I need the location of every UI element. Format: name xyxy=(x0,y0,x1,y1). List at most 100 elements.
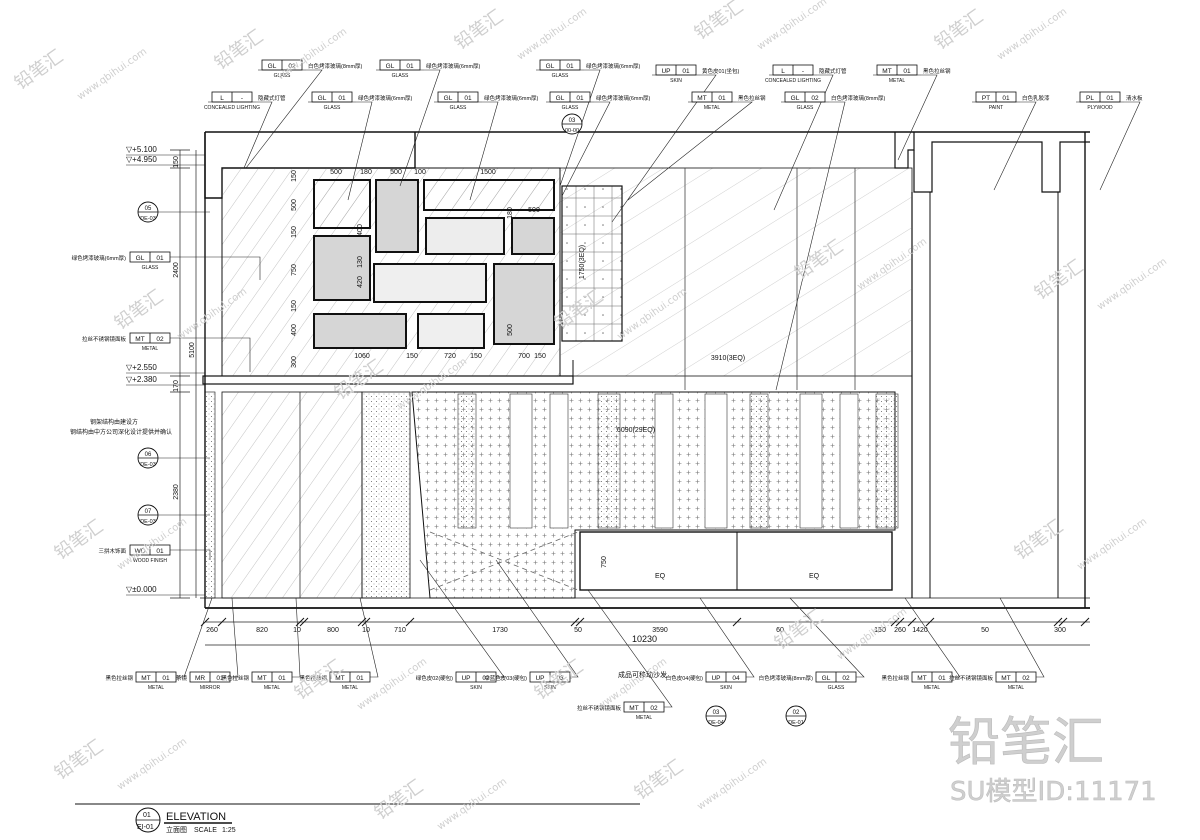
tag-number: 01 xyxy=(1106,95,1114,102)
level-label: ▽+5.100 xyxy=(126,145,157,154)
watermark-brand-repeat: 铅笔汇 xyxy=(631,756,687,804)
tag-code: PT xyxy=(982,95,990,102)
bottom-dim-label: 150 xyxy=(874,627,886,634)
upper-vdim-label: 130 xyxy=(357,256,364,268)
tag-note: 拉丝不锈钢镜面板 xyxy=(82,335,127,343)
tag-note: 三拼木饰面 xyxy=(98,547,126,555)
tag-number: 02 xyxy=(650,705,658,712)
tag-type: GLASS xyxy=(274,73,291,79)
tag-type: GLASS xyxy=(324,105,341,111)
panel-dim-label: EQ xyxy=(809,573,820,580)
bottom-dim-label: 10 xyxy=(362,627,370,634)
tag-number: 01 xyxy=(278,675,286,682)
tag-type: GLASS xyxy=(450,105,467,111)
tag-type: CONCEALED LIGHTING xyxy=(765,78,821,84)
tag-code: MT xyxy=(882,68,891,75)
upholstery-stripe xyxy=(549,393,569,529)
panel-dim-label: 6090(29EQ) xyxy=(617,427,655,434)
watermark-brand: 铅笔汇 xyxy=(948,713,1104,773)
panel-dim-label: EQ xyxy=(655,573,666,580)
tag-code: L xyxy=(781,68,785,75)
tag-type: GLASS xyxy=(142,265,159,271)
watermark-brand-repeat: 铅笔汇 xyxy=(51,736,107,784)
dim-tick xyxy=(907,617,917,627)
title-subtitle: 立面图 xyxy=(166,825,187,834)
section-sheet: DE-04 xyxy=(708,720,724,726)
watermark-url-repeat: www.qbihui.com xyxy=(75,46,149,102)
tag-code: GL xyxy=(268,63,277,70)
tag-number: 01 xyxy=(216,675,224,682)
dim-tick xyxy=(570,617,580,627)
dim-tick xyxy=(1058,617,1068,627)
dim-tick xyxy=(361,617,371,627)
bottom-dim-label: 1730 xyxy=(492,627,508,634)
upper-dim-label: 150 xyxy=(470,353,482,360)
watermark-brand-repeat: 铅笔汇 xyxy=(1011,516,1067,564)
dim-tick xyxy=(217,617,227,627)
watermark-url-repeat: www.qbihui.com xyxy=(695,756,769,812)
tag-number: 02 xyxy=(1022,675,1030,682)
bottom-dim-label: 3590 xyxy=(652,627,668,634)
tag-note: 黑色拉丝钢 xyxy=(738,94,766,102)
watermark-brand-repeat: 铅笔汇 xyxy=(51,516,107,564)
tag-number: 01 xyxy=(903,68,911,75)
tag-number: 01 xyxy=(406,63,414,70)
tag-number: 02 xyxy=(811,95,819,102)
dim-tick xyxy=(925,617,935,627)
upholstery-stripe xyxy=(597,393,621,529)
watermark-id: SU模型ID:11171 xyxy=(950,777,1157,807)
watermark-brand-repeat: 铅笔汇 xyxy=(771,606,827,654)
dim-tick xyxy=(405,617,415,627)
tag-note: 黑色拉丝钢 xyxy=(299,674,327,682)
upper-vdim-label: 500 xyxy=(507,324,514,336)
upholstery-stripe xyxy=(875,393,899,529)
section-sheet: DE-03 xyxy=(140,462,156,468)
title-number: 01 xyxy=(143,812,151,819)
tag-number: 01 xyxy=(156,548,164,555)
upper-vdim-label: 750 xyxy=(291,264,298,276)
section-sheet: DE-03 xyxy=(140,216,156,222)
tag-type: METAL xyxy=(148,685,165,691)
tag-type: GLASS xyxy=(552,73,569,79)
tag-code: GL xyxy=(822,675,831,682)
tag-type: GLASS xyxy=(828,685,845,691)
tag-code: GL xyxy=(136,255,145,262)
tag-type: GLASS xyxy=(797,105,814,111)
tag-code: MT xyxy=(629,705,638,712)
watermark-brand-repeat: 铅笔汇 xyxy=(111,286,167,334)
tag-code: MT xyxy=(917,675,926,682)
upholstery-stripe xyxy=(457,393,477,529)
watermark-brand-repeat: 铅笔汇 xyxy=(531,656,587,704)
panel-dim-label: 750 xyxy=(601,556,608,568)
watermark-brand-repeat: 铅笔汇 xyxy=(371,776,427,824)
tag-code: GL xyxy=(791,95,800,102)
tag-note: 茶镜 xyxy=(176,674,188,682)
left-dim-label: 150 xyxy=(173,156,180,168)
upper-dim-label: 720 xyxy=(444,353,456,360)
bottom-dim-label: 710 xyxy=(394,627,406,634)
tag-code: L xyxy=(220,95,224,102)
tag-code: GL xyxy=(546,63,555,70)
left-note-2: 钢结构由中方公司深化设计提供并确认 xyxy=(70,428,172,436)
tag-note: 绿色烤漆玻璃(6mm厚) xyxy=(596,94,651,102)
dim-tick xyxy=(1053,617,1063,627)
tag-number: 01 xyxy=(682,68,690,75)
tag-note: 隐藏式灯管 xyxy=(819,67,847,75)
level-label: ▽+4.950 xyxy=(126,155,157,164)
